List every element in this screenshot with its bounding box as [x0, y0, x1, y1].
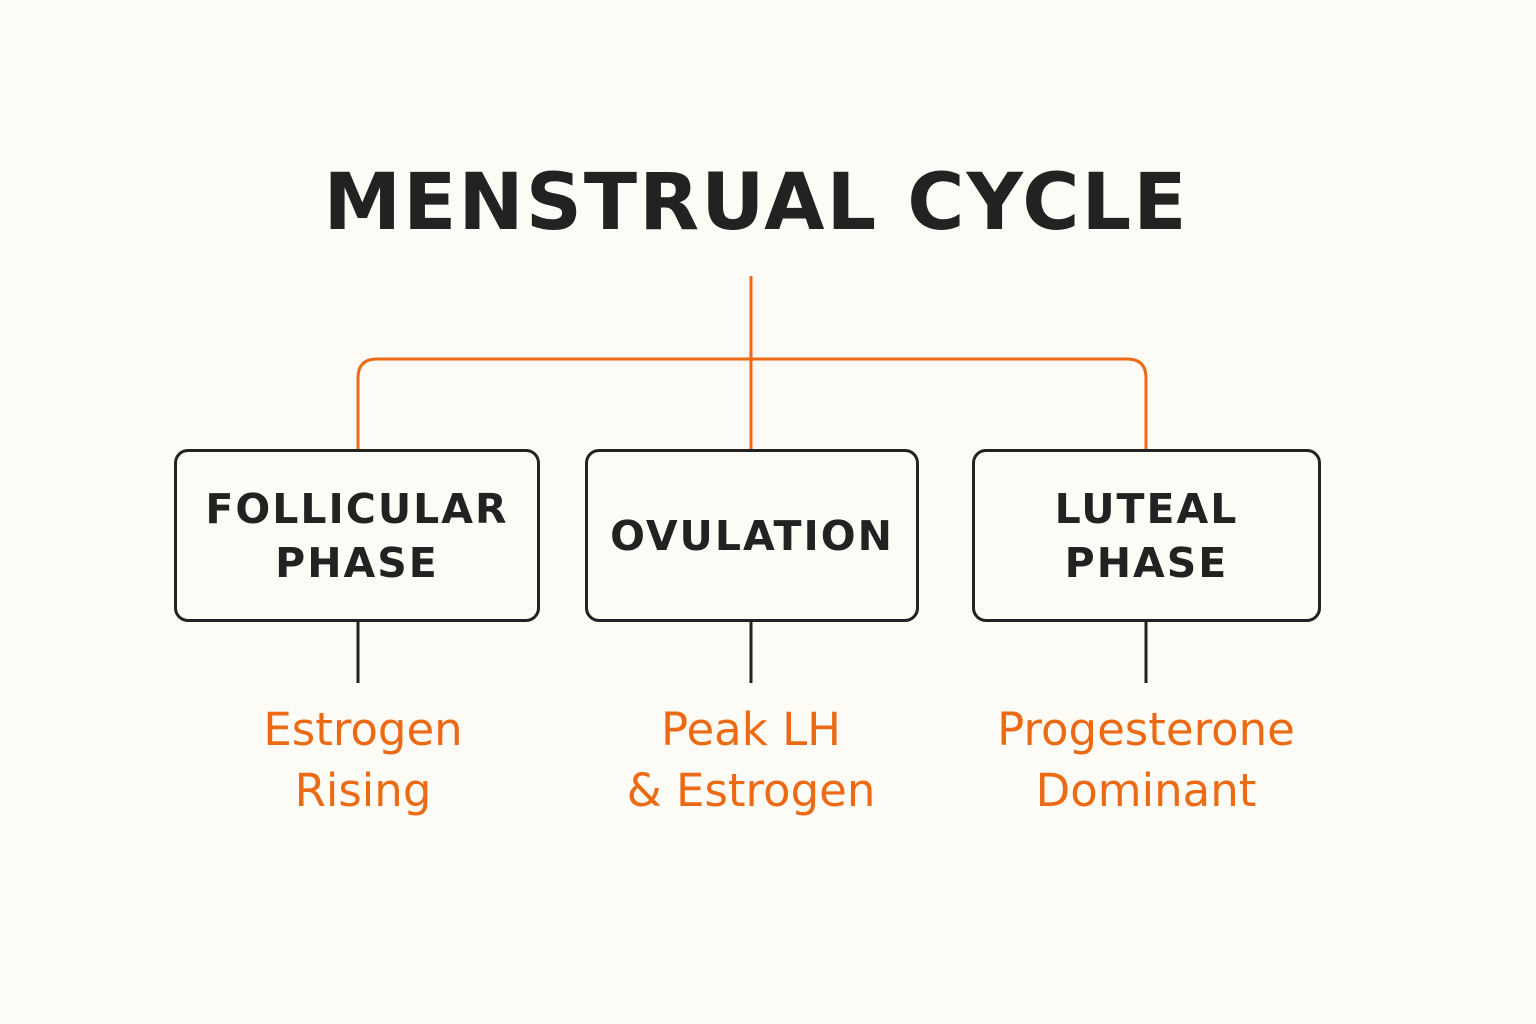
hormone-label-follicular: Estrogen Rising: [263, 703, 463, 817]
phase-label-follicular: FOLLICULAR PHASE: [205, 484, 509, 587]
phase-label-luteal: LUTEAL PHASE: [1054, 484, 1239, 587]
phase-label-ovulation: OVULATION: [610, 511, 894, 560]
diagram-title: MENSTRUAL CYCLE: [323, 158, 1189, 248]
hormone-label-ovulation: Peak LH & Estrogen: [626, 703, 876, 817]
phase-box-luteal: LUTEAL PHASE: [972, 449, 1321, 622]
hormone-label-luteal: Progesterone Dominant: [997, 703, 1295, 817]
phase-box-follicular: FOLLICULAR PHASE: [174, 449, 540, 622]
branch-line: [356, 357, 1148, 449]
phase-box-ovulation: OVULATION: [585, 449, 919, 622]
